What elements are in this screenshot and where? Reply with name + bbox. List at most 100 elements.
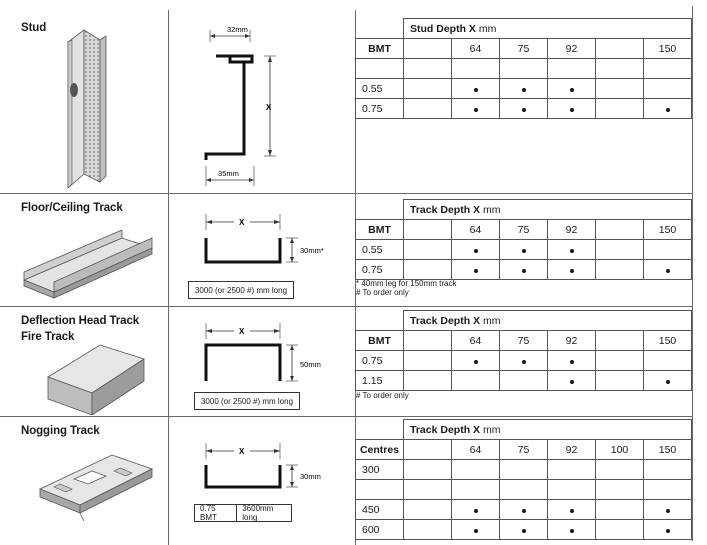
table-cell — [595, 519, 644, 540]
table-cell — [403, 98, 452, 119]
table-cell — [451, 499, 500, 520]
table-cell — [595, 459, 644, 480]
deflection-note-order: # To order only — [356, 391, 409, 400]
row-label: 300 — [355, 459, 404, 480]
table-cell — [595, 370, 644, 391]
table-cell — [403, 370, 452, 391]
table-row: 0.55 — [355, 239, 692, 260]
stud-dim-x: X — [266, 103, 272, 112]
table-cell — [595, 479, 644, 500]
table-cell — [499, 350, 548, 371]
table-cell — [403, 58, 452, 79]
table-cell — [403, 499, 452, 520]
stud-dim-bottom: 35mm — [218, 169, 239, 178]
availability-dot-icon — [665, 508, 670, 513]
row-label: 0.55 — [355, 78, 404, 99]
table-cell — [451, 479, 500, 500]
section-divider — [0, 416, 692, 417]
table-cell — [451, 239, 500, 260]
deflection-dim-leg: 50mm — [300, 360, 321, 369]
stud-section: Stud 32mm X 35mm — [0, 16, 707, 194]
table-cell — [547, 370, 596, 391]
availability-dot-icon — [473, 508, 478, 513]
table-cell — [643, 98, 692, 119]
table-cell — [547, 479, 596, 500]
deflection-title: Deflection Head Track Fire Track — [21, 315, 140, 343]
row-label: 0.75 — [355, 98, 404, 119]
nogging-dim-leg: 30mm — [300, 472, 321, 481]
availability-dot-icon — [521, 107, 526, 112]
table-cell — [451, 350, 500, 371]
table-cell — [547, 78, 596, 99]
availability-dot-icon — [521, 528, 526, 533]
table-row: 0.75 — [355, 350, 692, 371]
nogging-table-heading: Track Depth X mm — [403, 419, 692, 440]
nogging-track-illustration — [38, 454, 154, 521]
nogging-dim-x: X — [239, 447, 245, 456]
table-row: 0.75 — [355, 259, 692, 280]
table-row: 1.15 — [355, 370, 692, 391]
availability-dot-icon — [569, 379, 574, 384]
table-row: 600 — [355, 519, 692, 540]
deflection-section-diagram: X 50mm — [204, 323, 321, 382]
table-cell — [451, 98, 500, 119]
row-header: BMT — [355, 38, 404, 59]
floor-dim-leg: 30mm* — [300, 246, 324, 255]
table-cell — [643, 499, 692, 520]
deflection-dim-x: X — [239, 327, 245, 336]
availability-dot-icon — [473, 359, 478, 364]
table-cell — [595, 98, 644, 119]
deflection-table-heading: Track Depth X mm — [403, 310, 692, 331]
availability-dot-icon — [569, 248, 574, 253]
nogging-section: Nogging Track X 30mm 0.75 BMT 3600mm lon… — [0, 419, 707, 545]
table-cell — [595, 259, 644, 280]
table-cell — [499, 459, 548, 480]
table-row — [355, 479, 692, 500]
nogging-section-diagram: X 30mm — [204, 443, 321, 489]
table-cell — [451, 58, 500, 79]
table-cell — [499, 479, 548, 500]
availability-dot-icon — [473, 107, 478, 112]
deflection-track-illustration — [47, 344, 145, 415]
deflection-section: Deflection Head Track Fire Track X 50mm … — [0, 309, 707, 417]
table-cell — [499, 519, 548, 540]
row-label: 1.15 — [355, 370, 404, 391]
availability-dot-icon — [665, 268, 670, 273]
table-row: 0.55 — [355, 78, 692, 99]
floor-table-heading: Track Depth X mm — [403, 199, 692, 220]
table-cell — [595, 78, 644, 99]
nogging-length-label: 0.75 BMT 3600mm long — [194, 504, 292, 522]
availability-dot-icon — [473, 248, 478, 253]
availability-dot-icon — [521, 359, 526, 364]
table-cell — [643, 259, 692, 280]
table-row — [355, 58, 692, 79]
row-header: BMT — [355, 219, 404, 240]
table-cell — [499, 98, 548, 119]
section-divider — [0, 193, 692, 194]
table-cell — [547, 519, 596, 540]
floor-note-leg: * 40mm leg for 150mm track — [356, 279, 457, 288]
table-cell — [547, 98, 596, 119]
availability-dot-icon — [473, 87, 478, 92]
table-cell — [499, 78, 548, 99]
table-cell — [403, 459, 452, 480]
stud-dim-top: 32mm — [227, 25, 248, 34]
section-divider — [0, 306, 692, 307]
table-cell — [451, 259, 500, 280]
table-cell — [499, 259, 548, 280]
table-cell — [643, 58, 692, 79]
table-cell — [403, 259, 452, 280]
availability-dot-icon — [665, 528, 670, 533]
table-cell — [643, 239, 692, 260]
table-cell — [595, 499, 644, 520]
table-cell — [643, 78, 692, 99]
table-cell — [403, 239, 452, 260]
availability-dot-icon — [665, 107, 670, 112]
availability-dot-icon — [473, 268, 478, 273]
row-header: Centres — [355, 439, 404, 460]
